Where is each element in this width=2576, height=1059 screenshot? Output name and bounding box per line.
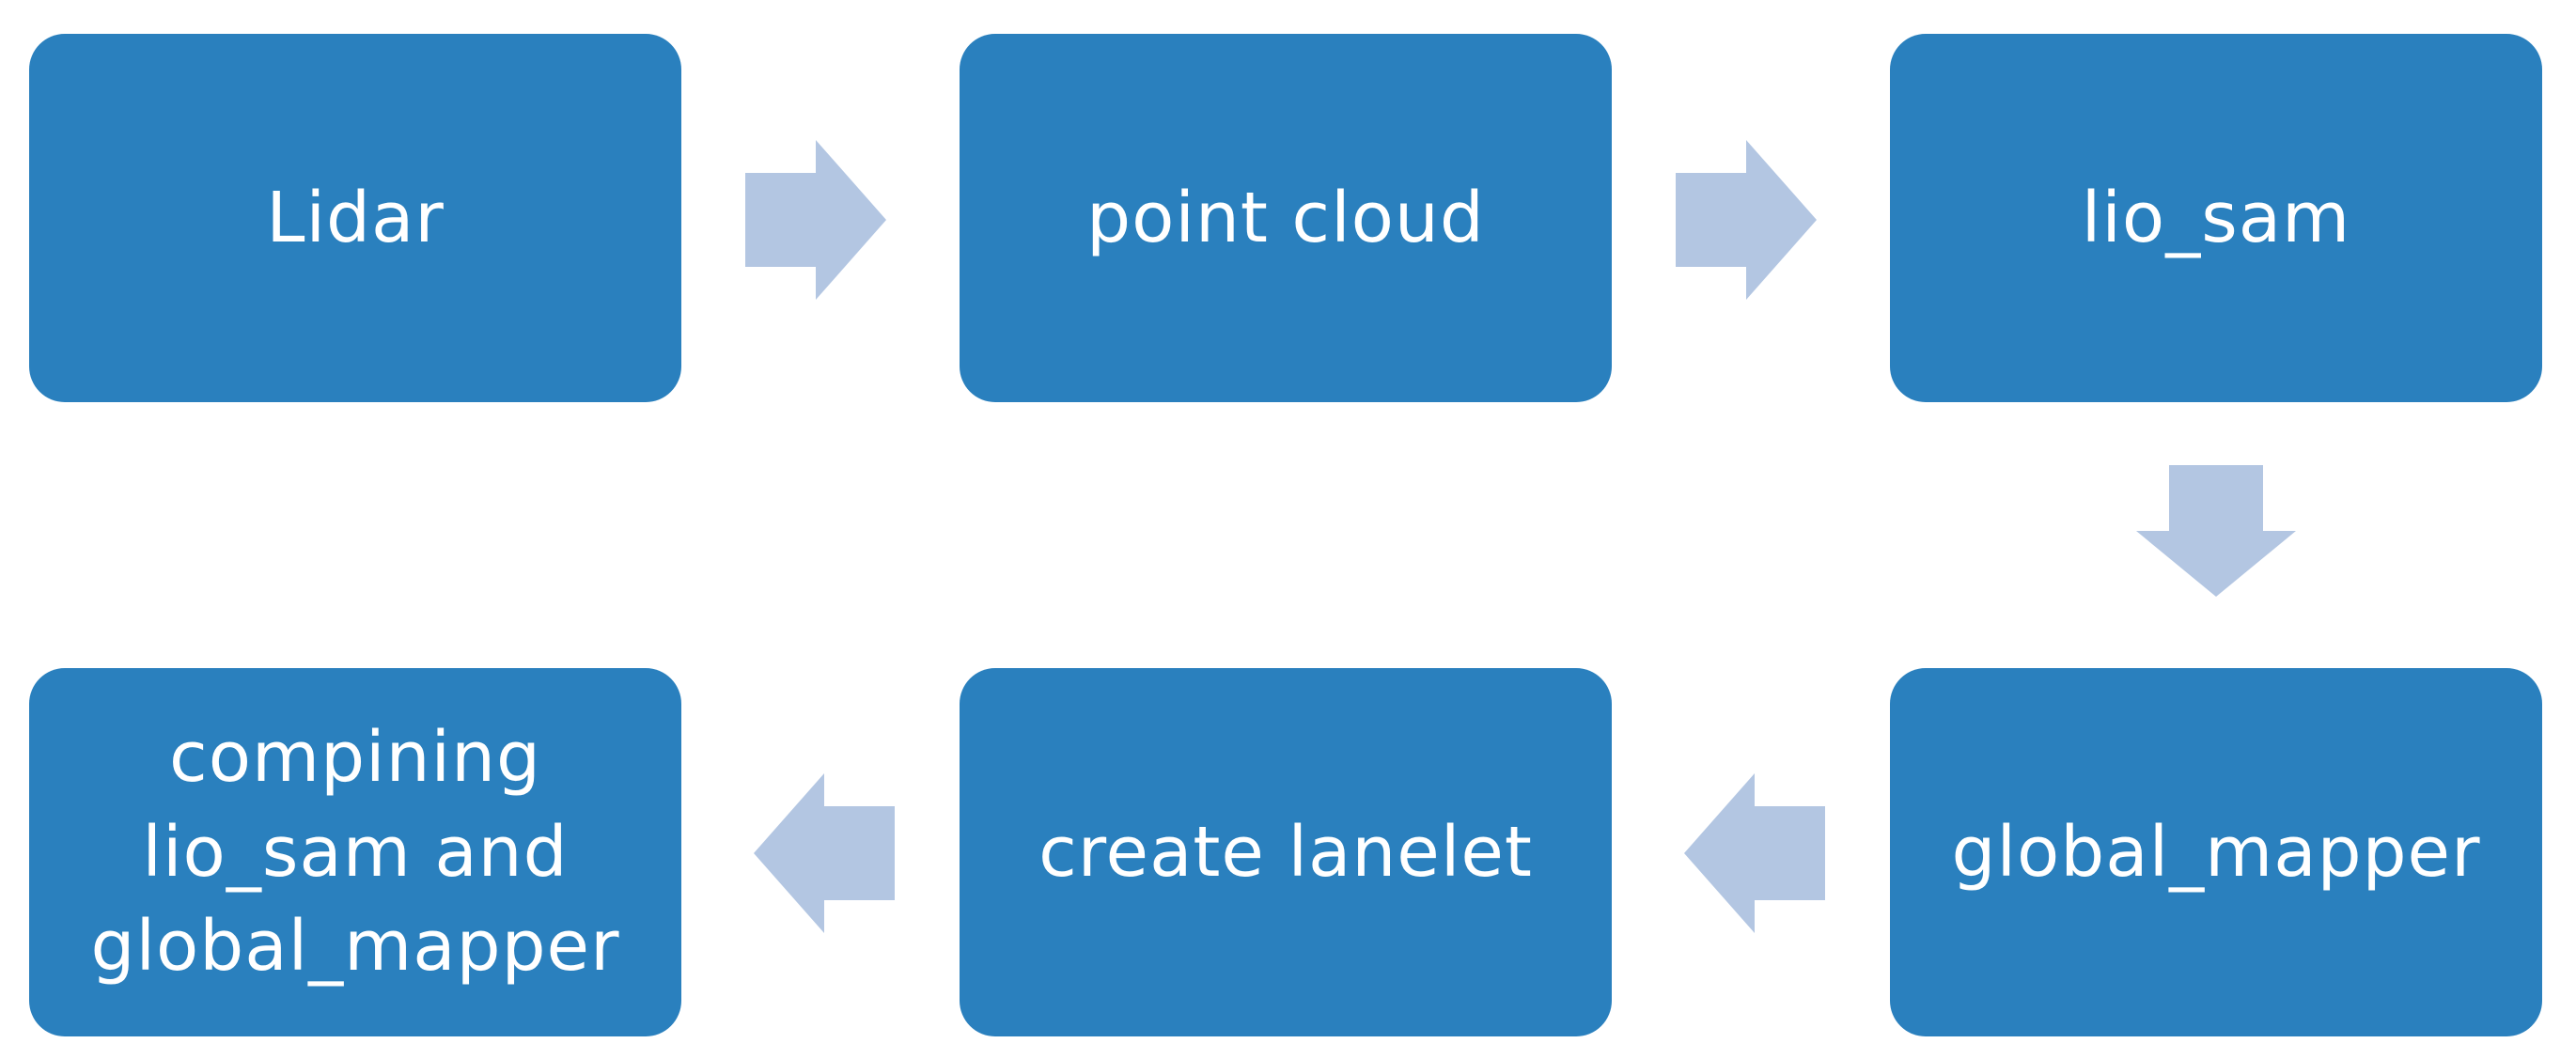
flow-node-global-mapper: global_mapper — [1890, 668, 2542, 1036]
arrow-left-icon — [754, 773, 895, 933]
flow-node-point-cloud: point cloud — [960, 34, 1612, 402]
node-label: global_mapper — [1951, 811, 2481, 893]
arrow-left-icon — [1684, 773, 1825, 933]
node-label: create lanelet — [1038, 811, 1533, 893]
flow-node-create-lanelet: create lanelet — [960, 668, 1612, 1036]
flow-node-lidar: Lidar — [29, 34, 681, 402]
node-label: lio_sam — [2081, 177, 2351, 258]
arrow-right-icon — [1676, 140, 1817, 300]
node-label: Lidar — [266, 177, 445, 258]
node-label: compining lio_sam and global_mapper — [90, 717, 620, 988]
arrow-right-icon — [745, 140, 886, 300]
flow-node-lio-sam: lio_sam — [1890, 34, 2542, 402]
node-label: point cloud — [1086, 177, 1485, 258]
flow-node-combining: compining lio_sam and global_mapper — [29, 668, 681, 1036]
arrow-down-icon — [2136, 465, 2296, 597]
